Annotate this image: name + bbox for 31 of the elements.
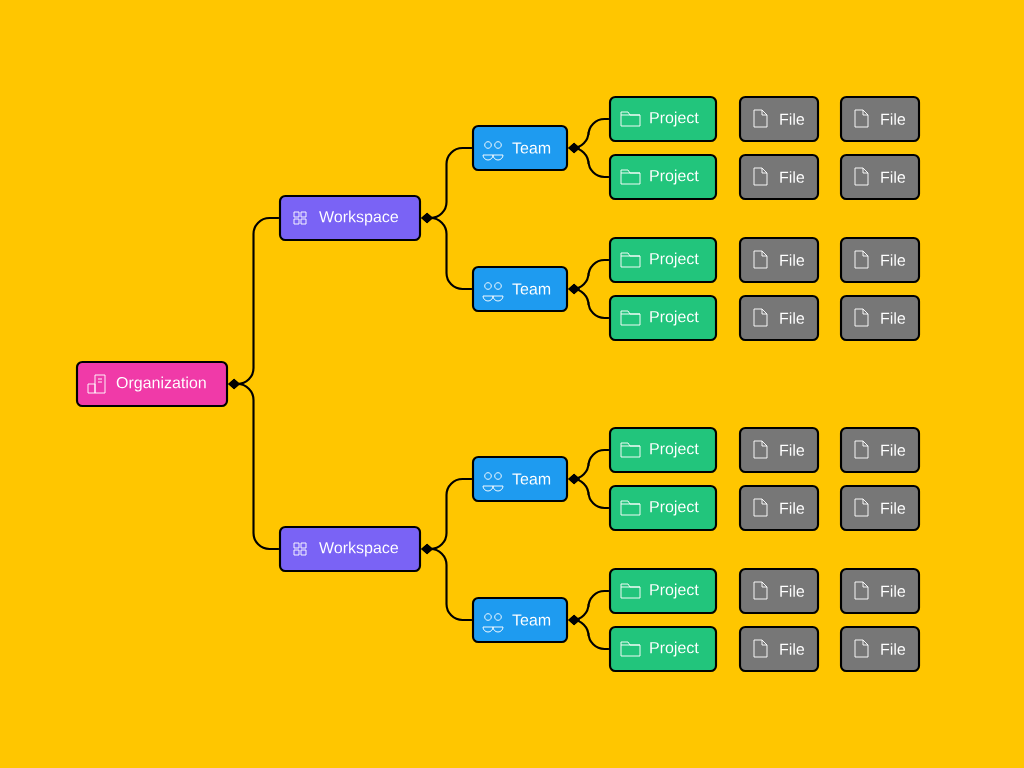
team-box: Team — [471, 455, 569, 503]
project-box: Project — [608, 426, 718, 474]
file-box: File — [738, 625, 820, 673]
file-box: File — [839, 484, 921, 532]
project-box: Project — [608, 484, 718, 532]
file-box: File — [738, 294, 820, 342]
project-box: Project — [608, 95, 718, 143]
file-box: File — [738, 153, 820, 201]
project-box: Project — [608, 567, 718, 615]
project-box: Project — [608, 625, 718, 673]
project-box: Project — [608, 236, 718, 284]
workspace-box: Workspace — [278, 525, 422, 573]
file-box: File — [839, 294, 921, 342]
file-box: File — [839, 567, 921, 615]
team-box: Team — [471, 596, 569, 644]
file-box: File — [839, 95, 921, 143]
team-box: Team — [471, 124, 569, 172]
project-box: Project — [608, 153, 718, 201]
file-box: File — [738, 484, 820, 532]
team-box: Team — [471, 265, 569, 313]
file-box: File — [839, 236, 921, 284]
file-box: File — [839, 625, 921, 673]
file-box: File — [738, 426, 820, 474]
file-box: File — [738, 95, 820, 143]
file-box: File — [839, 426, 921, 474]
project-box: Project — [608, 294, 718, 342]
organization-box: Organization — [75, 360, 229, 408]
file-box: File — [839, 153, 921, 201]
workspace-box: Workspace — [278, 194, 422, 242]
file-box: File — [738, 567, 820, 615]
file-box: File — [738, 236, 820, 284]
